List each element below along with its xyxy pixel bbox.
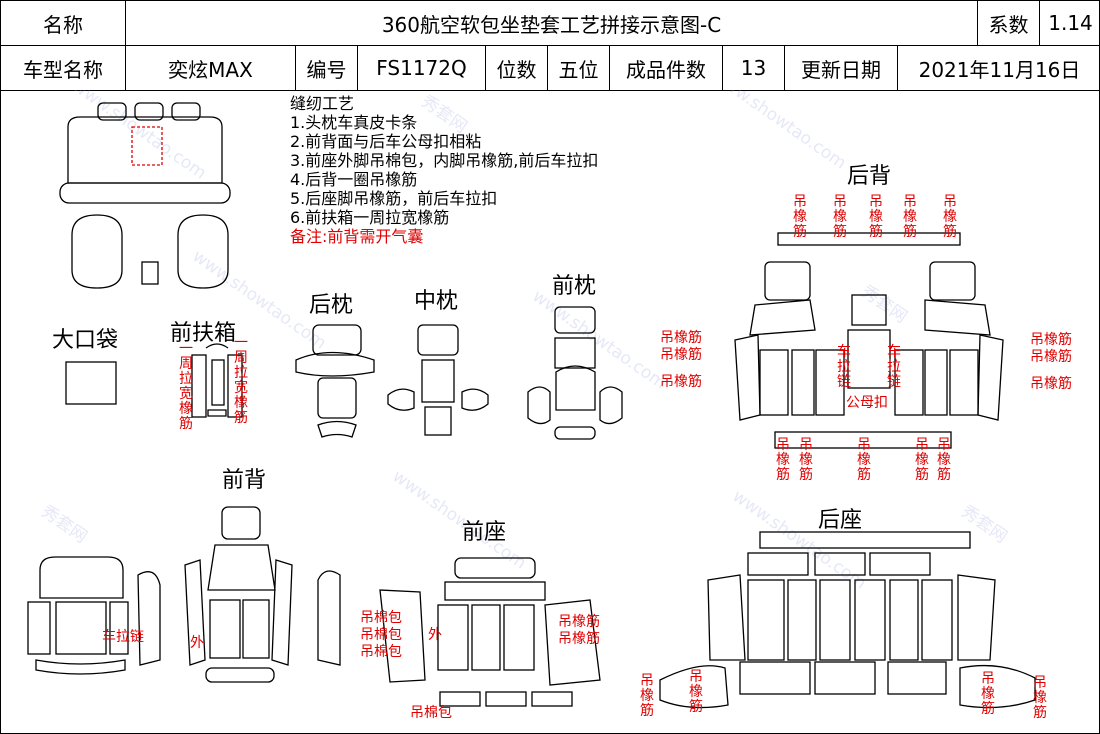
note-rear-back-right: 吊橡筋吊橡筋吊橡筋 [1030, 332, 1072, 392]
note-hang-elastic: 吊橡筋 [981, 671, 995, 717]
notes-remark: 备注:前背需开气囊 [290, 227, 424, 246]
note-hang-elastic: 吊橡筋 [943, 194, 957, 240]
overview-front-seats [71, 214, 229, 289]
front-seat-shape [379, 557, 601, 707]
note-front-back-zipper: 车拉链 [102, 629, 144, 645]
note-item: 6.前扶箱一周拉宽橡筋 [290, 208, 450, 227]
label-front-headrest: 前枕 [552, 274, 597, 299]
rear-headrest-shape [295, 324, 375, 438]
code-label: 编号 [296, 46, 358, 90]
note-hang-elastic: 吊橡筋 [937, 437, 951, 483]
label-big-pocket: 大口袋 [52, 328, 119, 353]
label-rear-headrest: 后枕 [309, 293, 354, 318]
note-front-back-outer: 外 [190, 635, 204, 651]
label-front-armrest: 前扶箱 [170, 321, 237, 346]
rear-seat-shape [659, 531, 1036, 709]
coef-label: 系数 [978, 1, 1040, 45]
note-hang-elastic: 吊橡筋 [776, 437, 790, 483]
header-row-2: 车型名称 奕炫MAX 编号 FS1172Q 位数 五位 成品件数 13 更新日期… [1, 46, 1100, 91]
note-snap: 公母扣 [846, 395, 888, 411]
overview-rear-seat [59, 102, 231, 204]
date-label: 更新日期 [785, 46, 898, 90]
model-value: 奕炫MAX [126, 46, 296, 90]
sheet-title: 360航空软包坐垫套工艺拼接示意图-C [126, 1, 978, 45]
label-rear-seat: 后座 [818, 508, 863, 533]
front-headrest-shape [527, 306, 623, 440]
note-item: 3.前座外脚吊棉包，内脚吊橡筋,前后车拉扣 [290, 151, 599, 170]
pieces-label: 成品件数 [610, 46, 723, 90]
big-pocket-shape [65, 361, 117, 405]
rear-back-shape [734, 232, 1004, 449]
notes-title: 缝纫工艺 [290, 94, 355, 113]
note-rear-zipper-right: 车拉链 [887, 344, 901, 390]
note-hang-elastic: 吊橡筋 [857, 437, 871, 483]
note-hang-elastic: 吊橡筋 [915, 437, 929, 483]
note-hang-elastic: 吊橡筋 [799, 437, 813, 483]
label-mid-headrest: 中枕 [414, 289, 459, 314]
front-back-shape [27, 506, 341, 683]
pieces-value: 13 [723, 46, 785, 90]
mid-headrest-shape [387, 324, 489, 436]
code-value: FS1172Q [358, 46, 486, 90]
name-label: 名称 [1, 1, 126, 45]
note-item: 1.头枕车真皮卡条 [290, 113, 418, 132]
label-front-back: 前背 [222, 468, 267, 493]
note-hang-elastic: 吊橡筋 [1033, 675, 1047, 721]
sewing-notes: 缝纫工艺 1.头枕车真皮卡条 2.前背面与后车公母扣相粘 3.前座外脚吊棉包，内… [290, 94, 598, 246]
note-hang-elastic: 吊橡筋 [793, 194, 807, 240]
note-hang-elastic: 吊橡筋 [869, 194, 883, 240]
note-hang-elastic: 吊橡筋 [833, 194, 847, 240]
note-item: 4.后背一圈吊橡筋 [290, 170, 418, 189]
coef-value: 1.14 [1048, 11, 1093, 35]
note-hang-elastic: 吊橡筋 [903, 194, 917, 240]
front-armrest-shape [191, 343, 243, 418]
note-front-seat-bottom: 吊棉包 [410, 705, 452, 721]
note-front-seat-left: 吊棉包吊棉包吊棉包 [360, 610, 402, 660]
header-row-1: 名称 360航空软包坐垫套工艺拼接示意图-C 系数 1.14 [1, 1, 1100, 46]
date-value: 2021年11月16日 [918, 57, 1081, 82]
model-label: 车型名称 [1, 46, 126, 90]
note-item: 2.前背面与后车公母扣相粘 [290, 132, 482, 151]
seats-value: 五位 [548, 46, 610, 90]
note-hang-elastic: 吊橡筋 [689, 669, 703, 715]
note-armrest-left: 一周拉宽橡筋 [179, 341, 193, 432]
note-rear-back-left: 吊橡筋吊橡筋吊橡筋 [660, 330, 702, 390]
note-rear-zipper-left: 车拉链 [837, 344, 851, 390]
label-rear-back: 后背 [847, 164, 892, 189]
note-front-seat-outer: 外 [428, 627, 442, 643]
note-hang-elastic: 吊橡筋 [640, 673, 654, 719]
note-armrest-right: 一周拉宽橡筋 [234, 335, 248, 426]
note-item: 5.后座脚吊橡筋，前后车拉扣 [290, 189, 498, 208]
pattern-drawing [27, 102, 1036, 709]
label-front-seat: 前座 [462, 520, 507, 545]
seats-label: 位数 [486, 46, 548, 90]
note-front-seat-right: 吊橡筋吊橡筋 [558, 614, 600, 647]
